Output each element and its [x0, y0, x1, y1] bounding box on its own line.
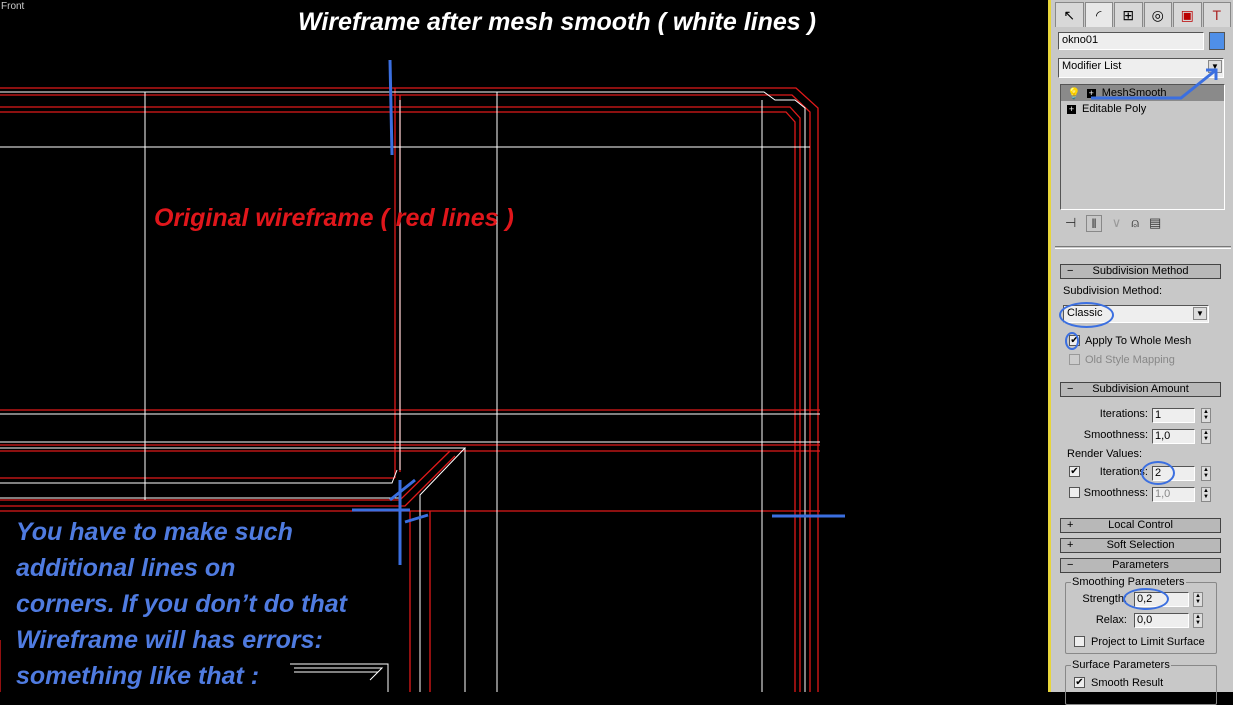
remove-modifier-icon[interactable]: ⍝ [1131, 215, 1140, 230]
note-line: Wireframe will has errors: [16, 626, 323, 654]
create-icon[interactable]: ↖ [1055, 2, 1084, 27]
configure-sets-icon[interactable]: ▤ [1149, 215, 1162, 230]
surface-parameters-title: Surface Parameters [1071, 659, 1171, 671]
blue-circle-annotation [1123, 588, 1169, 610]
rollout-title: Soft Selection [1106, 539, 1175, 551]
expand-icon[interactable]: + [1067, 103, 1076, 114]
strength-label: Strength: [1082, 593, 1127, 605]
stack-item-label: MeshSmooth [1101, 87, 1167, 99]
note-line: corners. If you don’t do that [16, 590, 348, 618]
rollout-parameters[interactable]: −Parameters [1060, 558, 1221, 573]
expand-icon[interactable]: + [1086, 87, 1096, 98]
render-iterations-checkbox[interactable]: ✔ [1069, 466, 1080, 477]
note-line: something like that : [16, 662, 260, 690]
smoothness-label: Smoothness: [1083, 429, 1148, 441]
relax-spinner[interactable]: ▲▼ [1193, 613, 1203, 628]
rollout-title: Subdivision Amount [1092, 383, 1189, 395]
command-tabs: ↖ ◜ ⊞ ◎ ▣ T [1051, 0, 1233, 27]
rollout-subdivision-amount[interactable]: −Subdivision Amount [1060, 382, 1221, 397]
render-smoothness-spinner[interactable]: ▲▼ [1201, 487, 1211, 502]
iterations-spinner[interactable]: ▲▼ [1201, 408, 1211, 423]
stack-item-editable-poly[interactable]: + Editable Poly [1061, 101, 1224, 117]
rollout-local-control[interactable]: +Local Control [1060, 518, 1221, 533]
modify-icon[interactable]: ◜ [1084, 2, 1113, 27]
old-style-mapping-checkbox[interactable] [1069, 354, 1080, 365]
blue-annotations [352, 59, 845, 565]
note-line: additional lines on [16, 554, 236, 582]
render-iterations-label: Iterations: [1099, 466, 1148, 478]
project-limit-checkbox[interactable] [1074, 636, 1085, 647]
object-name-input[interactable]: okno01 [1058, 32, 1204, 50]
render-iterations-spinner[interactable]: ▲▼ [1201, 466, 1211, 481]
title-annotation: Wireframe after mesh smooth ( white line… [298, 8, 816, 36]
hierarchy-icon[interactable]: ⊞ [1114, 2, 1143, 27]
modifier-list-label: Modifier List [1062, 60, 1122, 72]
motion-icon[interactable]: ◎ [1143, 2, 1172, 27]
stack-toolbar: ⊣ ‖ ∨ ⍝ ▤ [1065, 215, 1225, 232]
relax-input[interactable]: 0,0 [1134, 613, 1189, 628]
object-color-swatch[interactable] [1209, 32, 1225, 50]
smoothness-input[interactable]: 1,0 [1152, 429, 1195, 444]
blue-circle-annotation [1065, 332, 1079, 350]
pin-stack-icon[interactable]: ⊣ [1065, 215, 1077, 230]
blue-arrow-annotation [1091, 68, 1218, 100]
render-values-label: Render Values: [1067, 448, 1143, 460]
render-smoothness-input[interactable]: 1,0 [1152, 487, 1195, 502]
front-viewport[interactable]: Front Wireframe after mesh smooth ( whit… [0, 0, 1048, 692]
divider [1055, 246, 1231, 249]
utilities-icon[interactable]: T [1202, 2, 1231, 27]
chevron-down-icon[interactable]: ▼ [1193, 307, 1207, 320]
old-style-mapping-label: Old Style Mapping [1085, 354, 1175, 366]
note-line: You have to make such [16, 518, 293, 546]
subdivision-method-label: Subdivision Method: [1063, 285, 1163, 297]
relax-label: Relax: [1095, 614, 1127, 626]
modifier-list-dropdown[interactable]: Modifier List ▼ [1058, 58, 1224, 78]
rollout-subdivision-method[interactable]: −Subdivision Method [1060, 264, 1221, 279]
apply-whole-mesh-label: Apply To Whole Mesh [1085, 335, 1192, 347]
strength-spinner[interactable]: ▲▼ [1193, 592, 1203, 607]
smooth-result-label: Smooth Result [1091, 677, 1164, 689]
command-panel: ↖ ◜ ⊞ ◎ ▣ T okno01 Modifier List ▼ 💡 + M… [1048, 0, 1233, 705]
red-lines-annotation: Original wireframe ( red lines ) [154, 204, 514, 232]
iterations-input[interactable]: 1 [1152, 408, 1195, 423]
lightbulb-icon[interactable]: 💡 [1067, 87, 1081, 100]
blue-circle-annotation [1141, 461, 1175, 485]
rollout-title: Parameters [1112, 559, 1169, 571]
corner-lines-annotation: You have to make such additional lines o… [16, 514, 396, 694]
rollout-soft-selection[interactable]: +Soft Selection [1060, 538, 1221, 553]
make-unique-icon[interactable]: ∨ [1111, 215, 1122, 230]
rollout-title: Subdivision Method [1092, 265, 1189, 277]
stack-item-label: Editable Poly [1082, 103, 1147, 115]
iterations-label: Iterations: [1099, 408, 1148, 420]
rollout-title: Local Control [1108, 519, 1173, 531]
project-limit-label: Project to Limit Surface [1091, 636, 1205, 648]
render-smoothness-checkbox[interactable] [1069, 487, 1080, 498]
blue-circle-annotation [1059, 302, 1114, 328]
render-smoothness-label: Smoothness: [1083, 487, 1148, 499]
smooth-result-checkbox[interactable]: ✔ [1074, 677, 1085, 688]
smoothing-parameters-title: Smoothing Parameters [1071, 576, 1186, 588]
viewport-label: Front [1, 1, 25, 12]
display-icon[interactable]: ▣ [1173, 2, 1202, 27]
show-end-result-icon[interactable]: ‖ [1086, 215, 1102, 232]
smoothness-spinner[interactable]: ▲▼ [1201, 429, 1211, 444]
smoothed-wireframe-white [0, 91, 820, 692]
wireframe-drawing [0, 59, 845, 692]
